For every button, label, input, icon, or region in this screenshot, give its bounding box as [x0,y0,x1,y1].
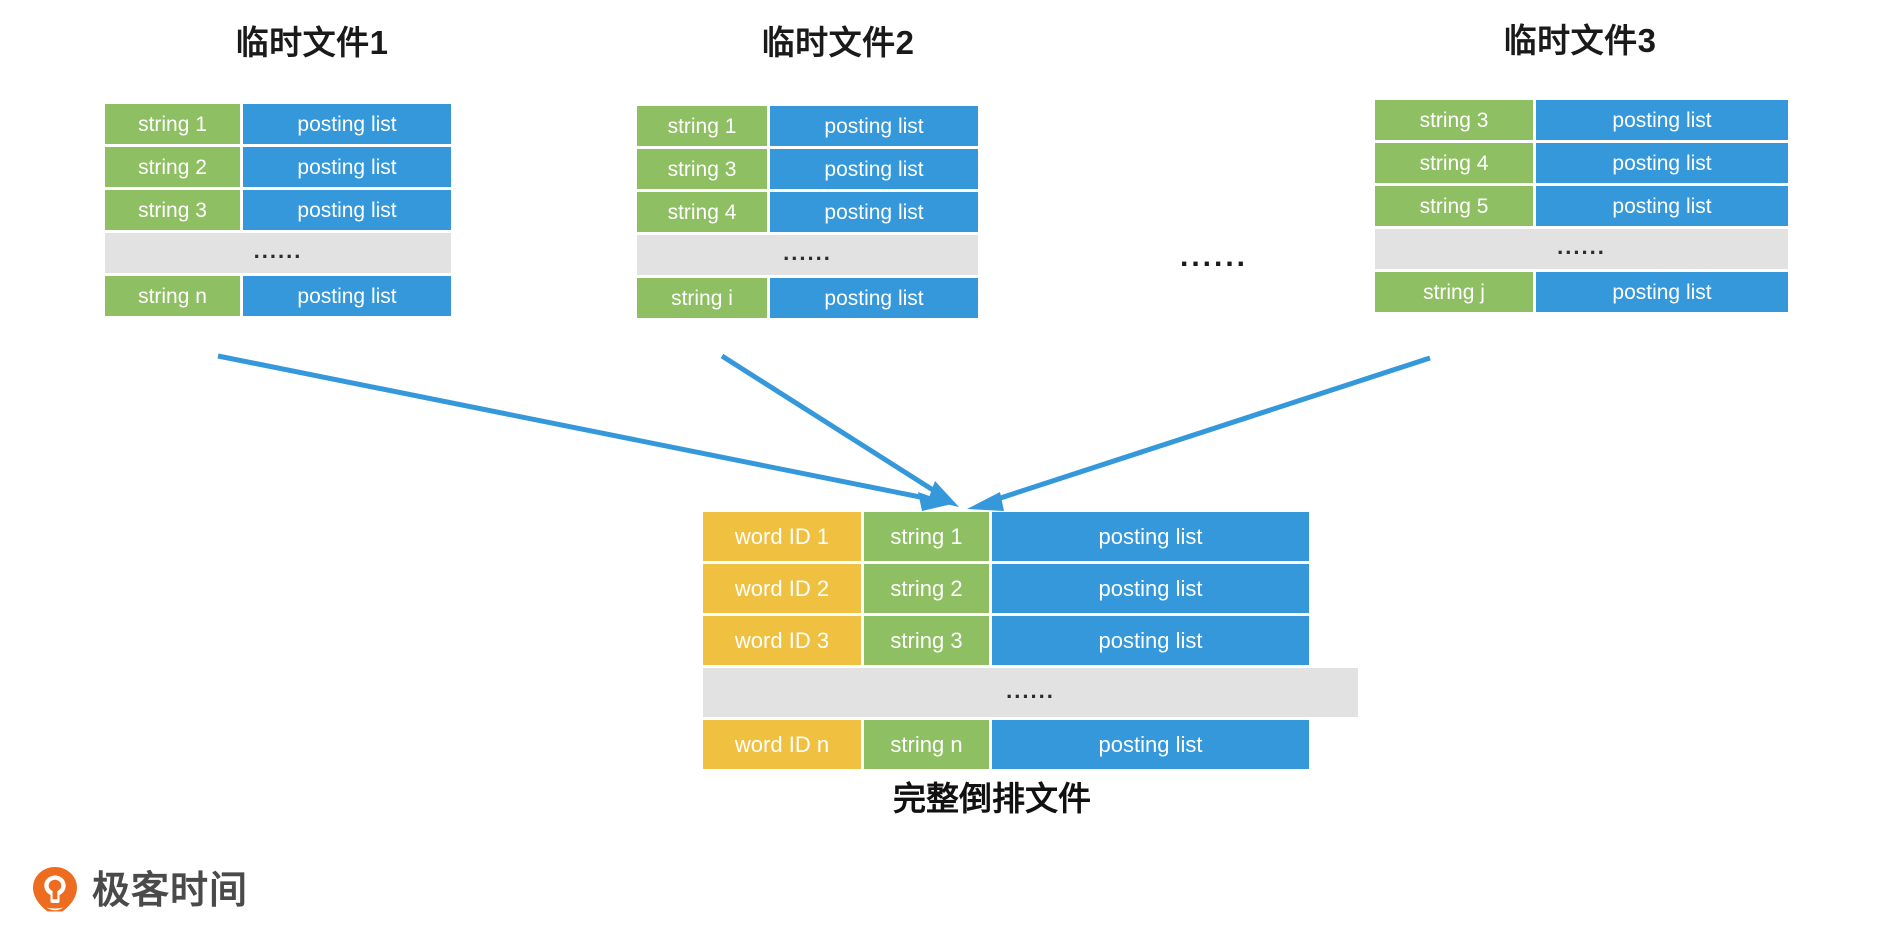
string-cell: string 3 [637,149,767,189]
posting-cell: posting list [770,192,978,232]
posting-cell: posting list [1536,100,1788,140]
merged-inverted-file-table: word ID 1 string 1 posting list word ID … [703,512,1358,769]
ellipsis-label: ...... [783,240,832,265]
merged-file-caption: 完整倒排文件 [893,780,1091,817]
table-row: string 4 posting list [1375,143,1788,183]
temp-file-2-table: string 1 posting list string 3 posting l… [637,106,978,318]
geektime-logo-icon [32,866,78,916]
word-id-cell: word ID n [703,720,861,769]
table-row-ellipsis: ...... [105,233,451,273]
posting-cell: posting list [243,190,451,230]
arrow-file3-to-merged [967,355,1431,511]
posting-cell: posting list [243,147,451,187]
table-row: string i posting list [637,278,978,318]
table-row-ellipsis: ...... [637,235,978,275]
temp-file-3-table: string 3 posting list string 4 posting l… [1375,100,1788,312]
string-cell: string 1 [637,106,767,146]
table-row: word ID 1 string 1 posting list [703,512,1358,561]
geektime-logo-text: 极客时间 [92,870,249,912]
temp-file-1-title: 临时文件1 [235,24,389,61]
posting-cell: posting list [243,104,451,144]
string-cell: string i [637,278,767,318]
table-row: string 5 posting list [1375,186,1788,226]
posting-cell: posting list [992,616,1309,665]
table-row: string 3 posting list [1375,100,1788,140]
arrow-file2-to-merged [720,353,959,507]
posting-cell: posting list [1536,272,1788,312]
word-id-cell: word ID 1 [703,512,861,561]
posting-cell: posting list [770,106,978,146]
table-row: string n posting list [105,276,451,316]
posting-cell: posting list [243,276,451,316]
temp-file-3-title: 临时文件3 [1503,22,1657,59]
between-files-ellipsis: ...... [1180,240,1249,273]
table-row: string 1 posting list [105,104,451,144]
string-cell: string n [864,720,989,769]
posting-cell: posting list [992,720,1309,769]
string-cell: string n [105,276,240,316]
string-cell: string 2 [105,147,240,187]
temp-file-2-title: 临时文件2 [761,24,915,61]
string-cell: string 3 [105,190,240,230]
word-id-cell: word ID 2 [703,564,861,613]
table-row: word ID 3 string 3 posting list [703,616,1358,665]
string-cell: string 1 [105,104,240,144]
posting-cell: posting list [992,564,1309,613]
table-row: word ID 2 string 2 posting list [703,564,1358,613]
table-row: string 4 posting list [637,192,978,232]
string-cell: string 5 [1375,186,1533,226]
string-cell: string 4 [637,192,767,232]
posting-cell: posting list [770,149,978,189]
table-row-ellipsis: ...... [1375,229,1788,269]
ellipsis-label: ...... [1557,234,1606,259]
word-id-cell: word ID 3 [703,616,861,665]
table-row: string j posting list [1375,272,1788,312]
posting-cell: posting list [770,278,978,318]
string-cell: string j [1375,272,1533,312]
geektime-mark-svg [33,867,77,912]
table-row: string 1 posting list [637,106,978,146]
string-cell: string 2 [864,564,989,613]
ellipsis-label: ...... [1006,677,1055,703]
string-cell: string 4 [1375,143,1533,183]
ellipsis-label: ...... [253,238,303,263]
geektime-logo: 极客时间 [32,866,248,916]
table-row: string 2 posting list [105,147,451,187]
posting-cell: posting list [1536,186,1788,226]
string-cell: string 3 [864,616,989,665]
arrow-file1-to-merged [217,353,952,511]
table-row: word ID n string n posting list [703,720,1358,769]
temp-file-1-table: string 1 posting list string 2 posting l… [105,104,451,316]
table-row-ellipsis: ...... [703,668,1358,717]
string-cell: string 3 [1375,100,1533,140]
table-row: string 3 posting list [105,190,451,230]
table-row: string 3 posting list [637,149,978,189]
posting-cell: posting list [1536,143,1788,183]
string-cell: string 1 [864,512,989,561]
posting-cell: posting list [992,512,1309,561]
